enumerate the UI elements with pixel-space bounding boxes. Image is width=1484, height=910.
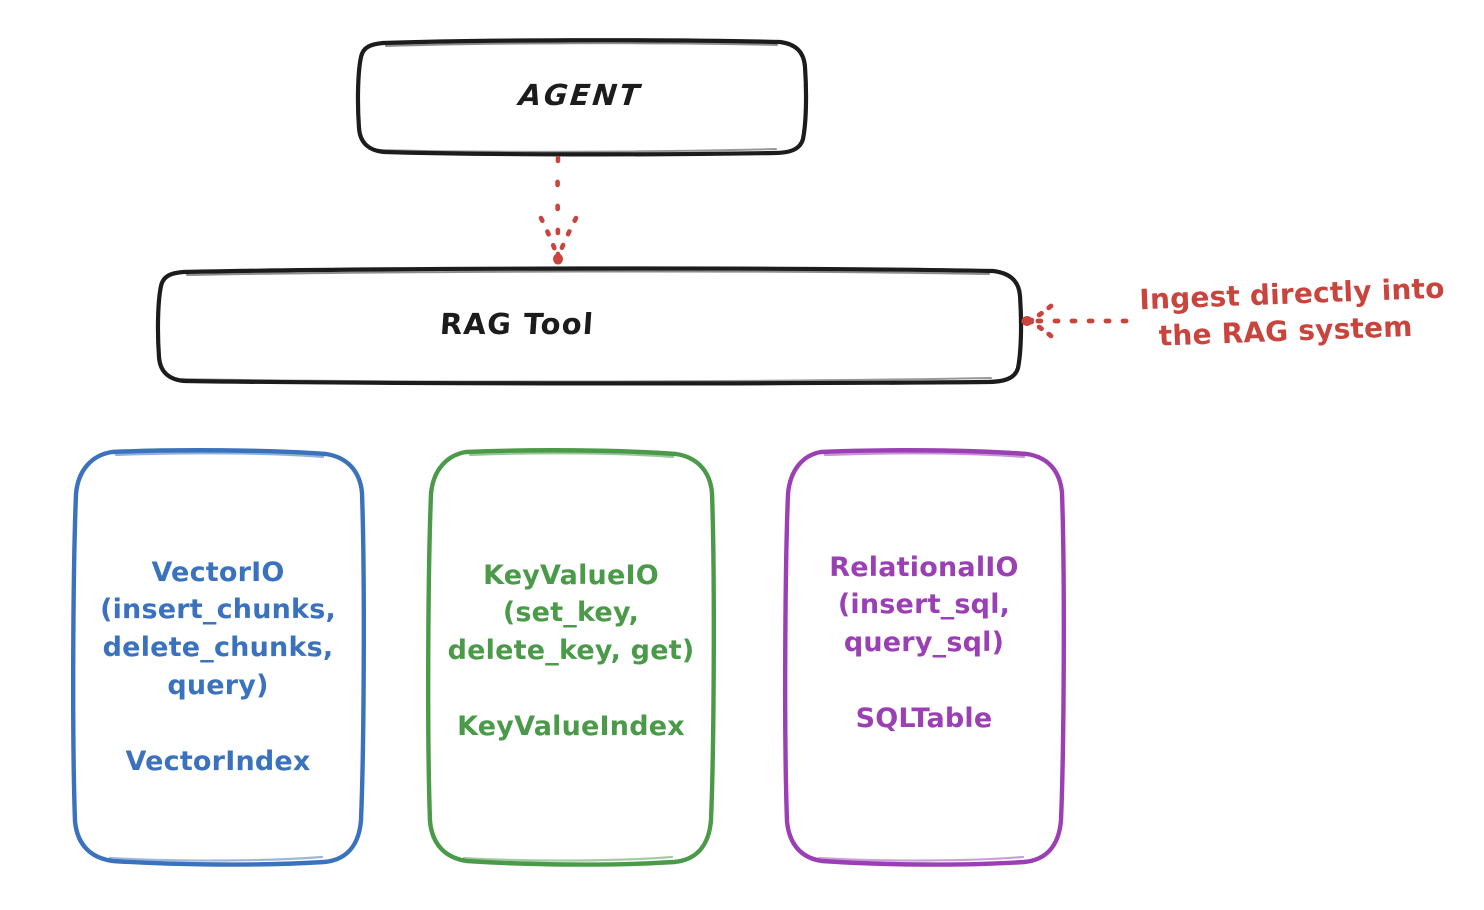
relational-io-node[interactable]: RelationalIO (insert_sql, query_sql) SQL… (782, 448, 1067, 867)
ingest-to-rag-arrow (1021, 303, 1129, 339)
agent-node[interactable]: AGENT (355, 38, 809, 157)
vector-io-node-label: VectorIO (insert_chunks, delete_chunks, … (100, 556, 336, 777)
key-value-io-node-label: KeyValueIO (set_key, delete_key, get) Ke… (447, 559, 695, 742)
ingest-annotation: Ingest directly into the RAG system (1139, 270, 1472, 357)
relational-io-node-label: RelationalIO (insert_sql, query_sql) SQL… (829, 551, 1019, 734)
rag-tool-node[interactable]: RAG Tool (155, 266, 1024, 386)
rag-tool-node-label: RAG Tool (438, 307, 596, 342)
agent-to-rag-arrow (538, 156, 579, 265)
vector-io-node[interactable]: VectorIO (insert_chunks, delete_chunks, … (70, 448, 367, 867)
key-value-io-node[interactable]: KeyValueIO (set_key, delete_key, get) Ke… (425, 448, 717, 867)
agent-node-label: AGENT (516, 78, 644, 113)
